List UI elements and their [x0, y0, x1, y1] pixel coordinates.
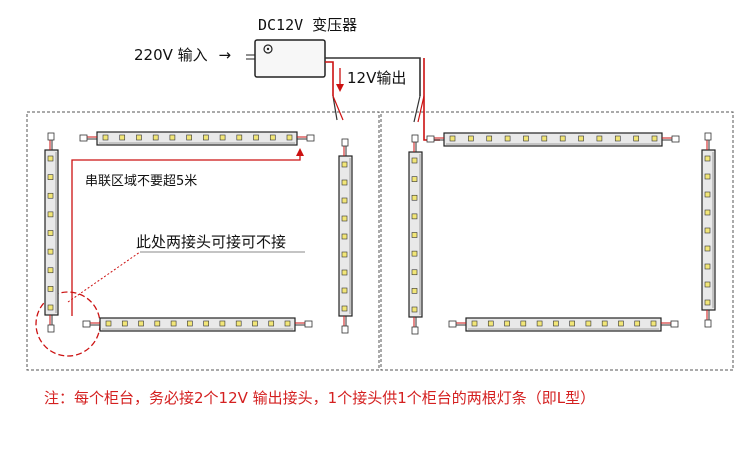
led-strip-left-bottom	[82, 317, 313, 332]
series-limit-note: 串联区域不要超5米	[85, 174, 198, 189]
led-strip-left-top	[79, 131, 315, 146]
footer-note: 注：每个柜台，务必接2个12V 输出接头，1个接头供1个柜台的两根灯条（即L型）	[44, 389, 596, 407]
led-strip-right-bottom	[448, 317, 679, 332]
series-region-indicator	[71, 155, 301, 316]
transformer-indicator-icon	[263, 44, 273, 54]
input-arrow-icon: →	[218, 46, 232, 64]
led-strip-right-outer	[701, 132, 716, 328]
input-label: 220V 输入 →	[134, 44, 231, 65]
led-strip-right-top	[426, 132, 680, 147]
led-strips	[44, 131, 716, 335]
led-strip-left-outer	[44, 132, 59, 333]
output-arrow-icon	[336, 84, 344, 92]
cabinet-left-outline	[26, 111, 380, 371]
led-strip-right-inner	[408, 134, 423, 335]
optional-joint-note: 此处两接头可接可不接	[136, 233, 287, 251]
output-label: 12V输出	[347, 69, 407, 87]
optional-joint-pointer	[67, 251, 141, 303]
cabinet-right-outline	[380, 111, 734, 371]
transformer-box	[246, 39, 326, 78]
led-strip-left-inner	[338, 138, 353, 334]
transformer-title: DC12V 变压器	[258, 16, 358, 34]
input-text: 220V 输入	[134, 46, 208, 64]
